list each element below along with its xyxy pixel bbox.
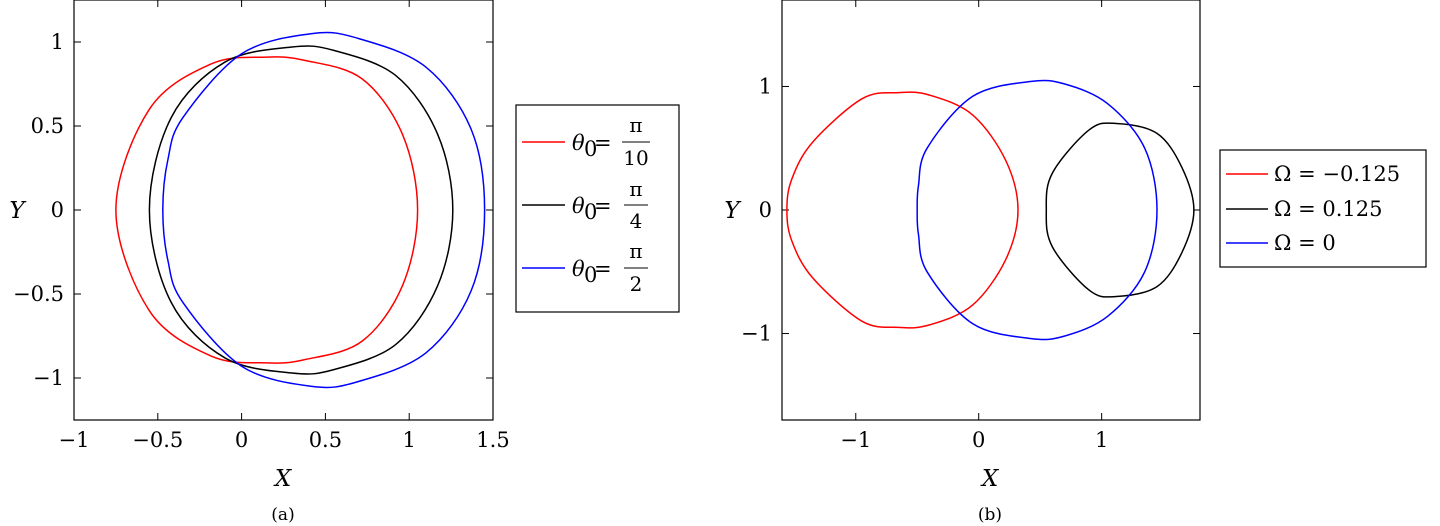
legend-box-b bbox=[1219, 149, 1427, 268]
legend-theta-a-2: θ bbox=[572, 257, 585, 281]
ticks-a: −1 −0.5 0 0.5 1 1.5 −1 −0.5 0 0.5 1 bbox=[13, 0, 510, 452]
x-tick-label-0-1: −0.5 bbox=[132, 428, 183, 452]
legend-entry-a-0: θ 0 = π 10 bbox=[522, 113, 650, 170]
legend-label-b-2: Ω = 0 bbox=[1274, 231, 1336, 255]
x-tick-label-0-2: 0 bbox=[235, 428, 248, 452]
series-line-1-2 bbox=[916, 79, 1158, 341]
x-tick-label-1-0: −1 bbox=[840, 428, 871, 452]
legend-sub-a-1: 0 bbox=[584, 200, 597, 224]
series-line-1-0 bbox=[786, 91, 1019, 329]
caption-b: (b) bbox=[978, 505, 1002, 525]
legend-den-a-2: 2 bbox=[630, 272, 643, 296]
legend-den-a-0: 10 bbox=[623, 146, 648, 170]
series-line-1-1 bbox=[1045, 122, 1195, 298]
legend-num-a-1: π bbox=[629, 177, 642, 201]
legend-sub-a-0: 0 bbox=[584, 137, 597, 161]
legend-entry-a-2: θ 0 = π 2 bbox=[522, 239, 648, 296]
x-tick-label-0-0: −1 bbox=[59, 428, 90, 452]
ticks-b: −1 0 1 −1 0 1 bbox=[741, 0, 1200, 452]
x-axis-label-b: X bbox=[980, 466, 1000, 492]
x-axis-label-a: X bbox=[273, 466, 293, 492]
panel-b: −1 0 1 −1 0 1 X Y (b) Ω = −0.125 Ω = 0.125 Ω … bbox=[724, 0, 1427, 525]
plot-frame-a bbox=[73, 0, 494, 421]
y-tick-label-1-0: −1 bbox=[741, 322, 772, 346]
legend-entry-b-0: Ω = −0.125 bbox=[1226, 162, 1400, 186]
x-tick-label-0-3: 0.5 bbox=[309, 428, 342, 452]
y-tick-label-1-2: 1 bbox=[759, 74, 772, 98]
legend-num-a-2: π bbox=[629, 239, 642, 263]
y-tick-label-0-2: 0 bbox=[51, 198, 64, 222]
plot-frame-b bbox=[781, 0, 1201, 421]
legend-theta-a-1: θ bbox=[572, 194, 585, 218]
legend-a: θ 0 = π 10 θ 0 = π 4 θ 0 = π bbox=[515, 104, 680, 313]
legend-entry-a-1: θ 0 = π 4 bbox=[522, 177, 648, 233]
y-tick-label-0-3: 0.5 bbox=[31, 114, 64, 138]
legend-entry-b-2: Ω = 0 bbox=[1226, 231, 1336, 255]
legend-entry-b-1: Ω = 0.125 bbox=[1226, 197, 1382, 221]
legend-num-a-0: π bbox=[629, 113, 642, 137]
legend-label-b-0: Ω = −0.125 bbox=[1274, 162, 1400, 186]
panel-a: −1 −0.5 0 0.5 1 1.5 −1 −0.5 0 0.5 1 X Y (a) θ 0 = … bbox=[9, 0, 680, 525]
series-line-0-1 bbox=[148, 45, 454, 375]
legend-box-a bbox=[515, 104, 680, 313]
legend-sub-a-2: 0 bbox=[584, 263, 597, 287]
series-line-0-0 bbox=[115, 56, 419, 364]
y-axis-label-a: Y bbox=[9, 198, 27, 224]
x-tick-label-1-1: 0 bbox=[972, 428, 985, 452]
legend-den-a-1: 4 bbox=[630, 209, 643, 233]
x-tick-label-0-4: 1 bbox=[403, 428, 416, 452]
legend-b: Ω = −0.125 Ω = 0.125 Ω = 0 bbox=[1219, 149, 1427, 268]
x-tick-label-1-2: 1 bbox=[1095, 428, 1108, 452]
caption-a: (a) bbox=[271, 505, 294, 525]
legend-label-b-1: Ω = 0.125 bbox=[1274, 197, 1382, 221]
y-tick-label-0-4: 1 bbox=[51, 30, 64, 54]
x-tick-label-0-5: 1.5 bbox=[476, 428, 509, 452]
y-axis-label-b: Y bbox=[724, 198, 742, 224]
curves-a bbox=[115, 31, 486, 389]
y-tick-label-0-0: −1 bbox=[33, 366, 64, 390]
y-tick-label-0-1: −0.5 bbox=[13, 282, 64, 306]
series-line-0-2 bbox=[162, 31, 486, 389]
legend-theta-a-0: θ bbox=[572, 131, 585, 155]
legend-eq-a-0: = bbox=[594, 131, 612, 155]
legend-eq-a-1: = bbox=[594, 194, 612, 218]
legend-eq-a-2: = bbox=[594, 257, 612, 281]
y-tick-label-1-1: 0 bbox=[759, 198, 772, 222]
curves-b bbox=[786, 79, 1195, 341]
